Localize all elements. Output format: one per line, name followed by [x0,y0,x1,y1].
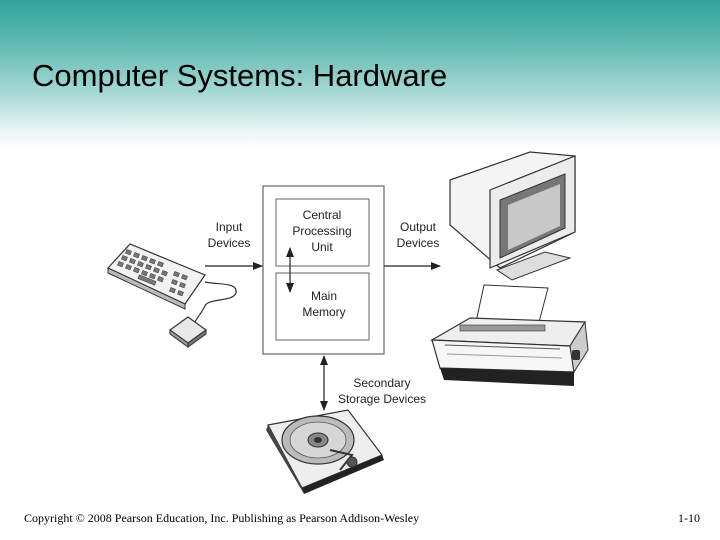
page-number: 1-10 [678,511,700,525]
storage-label-line-2: Storage Devices [338,392,426,406]
output-label-line-2: Devices [397,236,440,250]
storage-label-line-1: Secondary [353,376,410,390]
slide-title: Computer Systems: Hardware [32,58,448,93]
input-label-line-2: Devices [208,236,251,250]
mouse-illustration [168,316,208,348]
memory-label-line-2: Memory [302,305,345,319]
copyright-footer: Copyright © 2008 Pearson Education, Inc.… [24,511,420,525]
keyboard-illustration [107,243,206,310]
input-label-line-1: Input [216,220,243,234]
hard-disk-illustration [266,409,384,494]
cpu-label-line-3: Unit [311,240,333,254]
cpu-label-line-1: Central [303,208,342,222]
printer-illustration [429,284,589,386]
cpu-label-line-2: Processing [292,224,351,238]
output-label-line-1: Output [400,220,437,234]
mouse-cable [194,281,237,323]
monitor-illustration [449,151,576,281]
memory-label-line-1: Main [311,289,337,303]
